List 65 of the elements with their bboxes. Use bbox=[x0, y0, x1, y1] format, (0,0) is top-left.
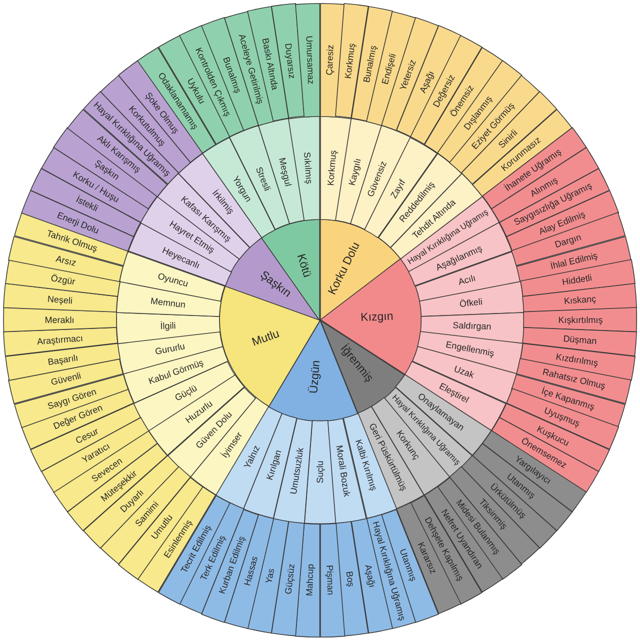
emotion-label: İhlal Edilmiş bbox=[549, 250, 598, 272]
outer-ring-segment bbox=[295, 2, 320, 118]
emotion-label: Korkmuş bbox=[325, 150, 338, 186]
emotion-label: Arsız bbox=[55, 253, 78, 268]
emotion-label: Kışkırtılmış bbox=[558, 314, 603, 326]
emotion-label: Üzgün bbox=[308, 360, 324, 394]
emotion-label: Başarılı bbox=[46, 352, 78, 368]
outer-ring-segment bbox=[2, 283, 118, 313]
emotion-label: Umursamaz bbox=[304, 35, 316, 84]
emotion-label: Bunalmış bbox=[360, 44, 378, 84]
emotion-label: Acılı bbox=[457, 272, 477, 287]
emotion-label: Öfkeli bbox=[459, 296, 484, 309]
emotion-label: Çaresiz bbox=[324, 44, 336, 76]
emotion-label: İlgili bbox=[160, 320, 176, 332]
outer-ring-segment bbox=[522, 283, 638, 313]
emotion-label: Kaygılı bbox=[346, 156, 363, 186]
emotion-label: Saldırgan bbox=[452, 320, 492, 332]
emotion-label: Meşgul bbox=[276, 156, 294, 187]
emotion-label: Güçsüz bbox=[283, 563, 297, 595]
emotion-label: Kalbi Kırılmış bbox=[353, 438, 379, 492]
emotion-label: Boş bbox=[344, 570, 356, 588]
emotion-label: Kızgın bbox=[360, 310, 394, 326]
emotion-label: Düşman bbox=[562, 334, 597, 346]
emotion-label: Oyuncu bbox=[156, 270, 190, 289]
outer-ring-segment bbox=[523, 307, 638, 333]
outer-ring-segment bbox=[320, 522, 345, 638]
emotion-label: Özgür bbox=[50, 273, 76, 288]
emotion-label: Kıskanç bbox=[563, 294, 596, 306]
emotion-label: Kötü bbox=[293, 252, 313, 279]
emotion-label: Memnun bbox=[150, 295, 186, 310]
emotion-label: Gururlu bbox=[154, 341, 186, 357]
emotion-label: Hassas bbox=[242, 555, 260, 588]
emotion-label: Yas bbox=[264, 567, 277, 584]
core-emotion-sector bbox=[261, 218, 320, 320]
emotion-label: Araştırmacı bbox=[36, 333, 84, 347]
emotion-label: Korku Dolu bbox=[326, 240, 364, 298]
emotion-label: Morali Bozuk bbox=[334, 444, 352, 498]
emotion-label: Umutsuzluk bbox=[288, 446, 306, 495]
emotion-label: Utanmış bbox=[398, 548, 419, 583]
outer-ring-segment bbox=[295, 522, 320, 638]
emotion-label: Dargın bbox=[554, 232, 583, 250]
emotion-label: Aşağı bbox=[417, 70, 436, 95]
emotion-label: Neşeli bbox=[47, 294, 74, 306]
emotion-label: Uzak bbox=[452, 363, 475, 380]
emotion-label: Suçlu bbox=[314, 461, 326, 484]
emotion-label: Sıkılmış bbox=[302, 152, 315, 184]
inner-ring-segment bbox=[116, 312, 220, 344]
inner-ring-segment bbox=[304, 420, 336, 524]
emotion-label: Güvenli bbox=[50, 370, 82, 388]
emotion-label: Meraklı bbox=[44, 314, 74, 326]
inner-ring-segment bbox=[258, 118, 306, 224]
outer-ring-segment bbox=[14, 374, 128, 428]
emotion-label: Endişeli bbox=[380, 52, 398, 86]
emotion-label: Mahcup bbox=[304, 564, 316, 596]
emotion-label: Pişman bbox=[324, 565, 336, 596]
emotion-label: Baskı Altında bbox=[260, 37, 280, 91]
emotion-label: Aşağı bbox=[362, 563, 377, 588]
outer-ring-segment bbox=[2, 307, 117, 333]
emotion-label: Hiddetli bbox=[562, 272, 594, 288]
emotion-label: Mutlu bbox=[250, 328, 282, 350]
emotion-label: Kızdırılmış bbox=[556, 351, 600, 368]
emotion-label: Cesur bbox=[74, 426, 100, 446]
emotion-label: Duyarsız bbox=[282, 42, 298, 80]
emotion-label: Korkmuş bbox=[342, 42, 358, 80]
emotion-label: Stresli bbox=[254, 165, 272, 192]
